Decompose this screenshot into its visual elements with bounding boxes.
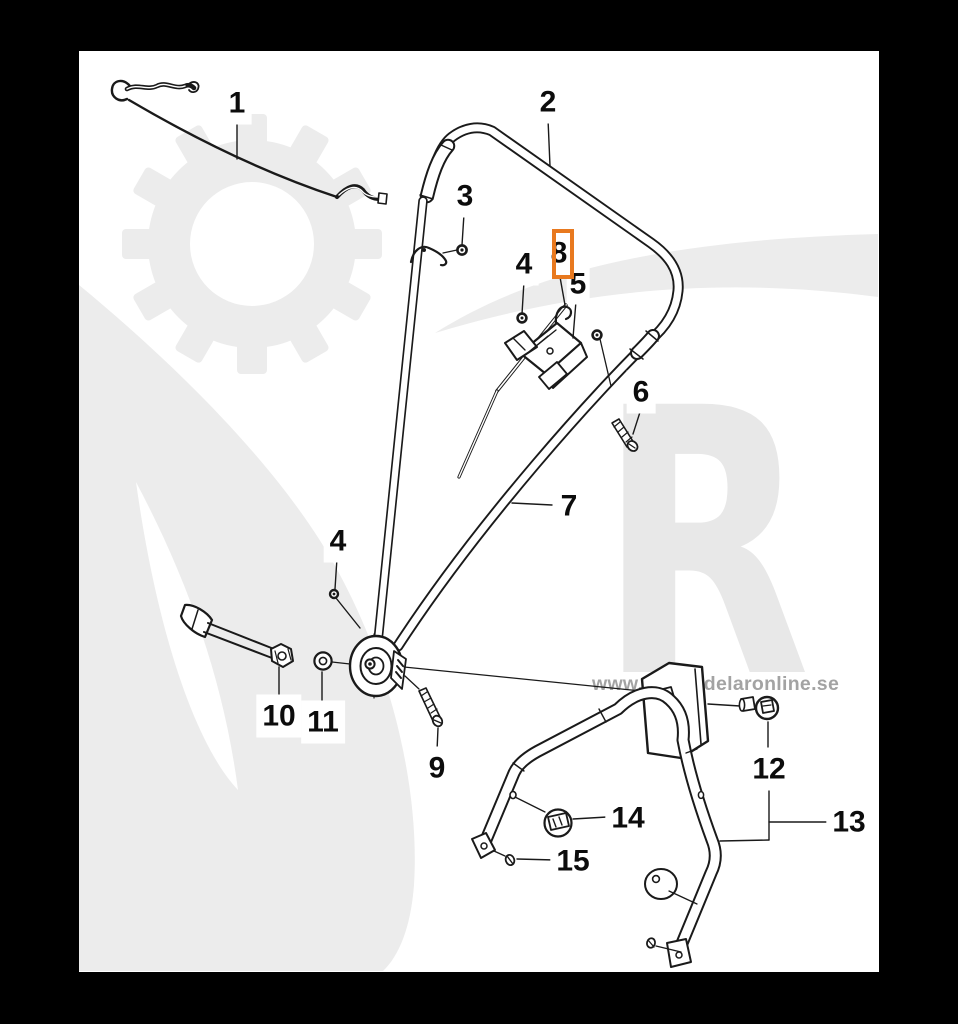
part-5-clamp <box>457 303 588 479</box>
bottom-screw <box>646 937 682 953</box>
part-6-bolt <box>611 418 639 452</box>
part-14-plug <box>514 796 573 838</box>
bottom-disc <box>644 868 698 905</box>
part-3-nut <box>456 244 468 256</box>
part-label-4-mid[interactable]: 4 <box>323 519 353 563</box>
part-label-4-upper[interactable]: 4 <box>509 242 539 286</box>
part-label-15[interactable]: 15 <box>550 839 596 883</box>
part-9-bolt <box>418 687 444 728</box>
handle-hub <box>348 633 642 699</box>
leader-lines <box>236 118 830 861</box>
part-label-7[interactable]: 7 <box>554 484 584 528</box>
part-label-1[interactable]: 1 <box>222 81 252 125</box>
part-label-14[interactable]: 14 <box>605 796 651 840</box>
part-label-3[interactable]: 3 <box>450 174 480 218</box>
part-label-2[interactable]: 2 <box>533 80 563 124</box>
part-2-upper-handle <box>392 122 684 652</box>
clamp-nut <box>591 329 612 387</box>
part-13-lower-handle <box>471 661 722 968</box>
watermark-swoosh <box>79 234 878 971</box>
part-label-6[interactable]: 6 <box>626 370 656 414</box>
watermark-gear <box>122 114 382 374</box>
part-4-bolt-upper <box>516 312 528 324</box>
part-label-10[interactable]: 10 <box>256 694 302 738</box>
part-label-12[interactable]: 12 <box>746 747 792 791</box>
part-label-9[interactable]: 9 <box>422 746 452 790</box>
part-11-washer <box>313 651 351 671</box>
watermark-url: www.reservdelaronline.se <box>591 673 839 695</box>
left-tube <box>373 196 428 646</box>
part-3-clip <box>409 245 458 267</box>
part-12-pin <box>707 695 780 721</box>
part-15-screw <box>493 850 516 866</box>
part-10-knob <box>179 603 294 668</box>
part-4-bolt-mid <box>328 588 340 600</box>
part-1-cable <box>110 79 388 205</box>
part-label-13[interactable]: 13 <box>826 800 872 844</box>
part-label-11[interactable]: 11 <box>301 700 345 744</box>
part-8-highlight-box <box>552 229 574 279</box>
part-8-hook <box>554 305 573 325</box>
